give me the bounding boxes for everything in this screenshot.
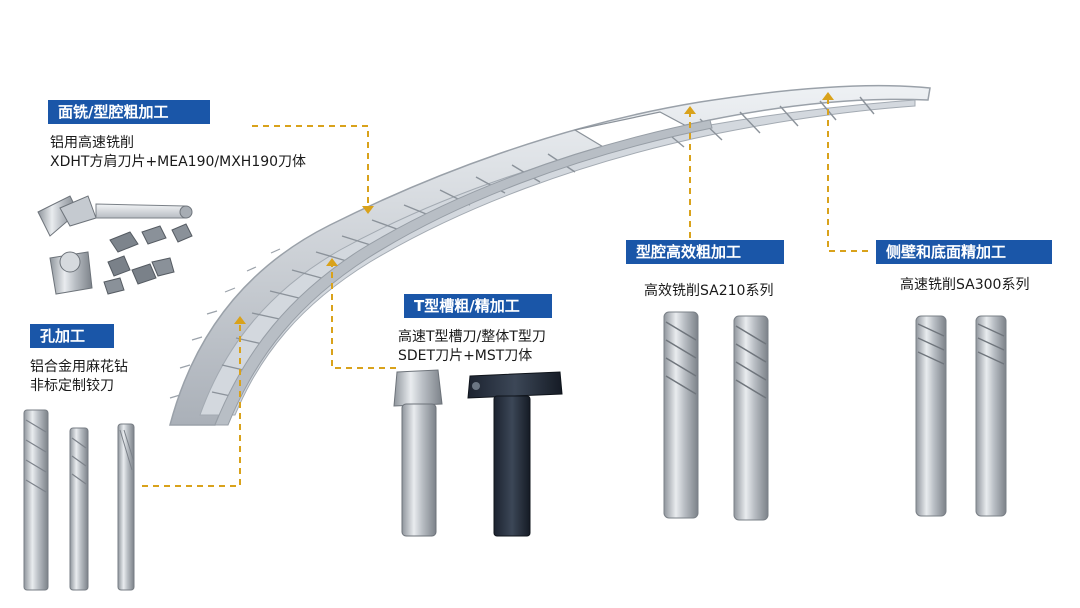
leader-t-slot <box>331 264 396 369</box>
side-wall-tag: 侧壁和底面精加工 <box>876 240 1052 264</box>
cavity-description: 高效铣削SA210系列 <box>644 282 773 301</box>
t-slot-tag: T型槽粗/精加工 <box>404 294 552 318</box>
arrow-side-wall <box>822 92 834 100</box>
arrow-cavity <box>684 106 696 114</box>
hole-line-2: 非标定制铰刀 <box>30 378 114 394</box>
leader-arrowheads <box>234 92 834 324</box>
leader-face-milling <box>252 125 369 208</box>
cavity-tag: 型腔高效粗加工 <box>626 240 784 264</box>
arrow-face-milling <box>362 206 374 214</box>
t-slot-tools-image <box>393 369 563 537</box>
face-milling-line-1: 铝用高速铣削 <box>50 135 134 151</box>
hole-line-1: 铝合金用麻花钻 <box>30 359 128 375</box>
face-milling-tools-image <box>37 195 193 295</box>
t-slot-description: 高速T型槽刀/整体T型刀 SDET刀片+MST刀体 <box>398 328 546 366</box>
side-wall-line-1: 高速铣削SA300系列 <box>900 277 1030 293</box>
hole-tools-image <box>23 409 135 591</box>
side-wall-tools-image <box>915 315 1007 517</box>
hole-description: 铝合金用麻花钻 非标定制铰刀 <box>30 358 128 396</box>
face-milling-line-2: XDHT方肩刀片+MEA190/MXH190刀体 <box>50 154 307 170</box>
face-milling-description: 铝用高速铣削 XDHT方肩刀片+MEA190/MXH190刀体 <box>50 134 306 172</box>
hole-tag: 孔加工 <box>30 324 114 348</box>
face-milling-tag: 面铣/型腔粗加工 <box>48 100 210 124</box>
t-slot-line-1: 高速T型槽刀/整体T型刀 <box>398 329 546 345</box>
t-slot-line-2: SDET刀片+MST刀体 <box>398 348 533 364</box>
leader-side-wall <box>827 98 868 252</box>
arrow-hole <box>234 316 246 324</box>
cavity-tools-image <box>663 311 769 521</box>
side-wall-description: 高速铣削SA300系列 <box>900 276 1029 295</box>
arrow-t-slot <box>326 258 338 266</box>
cavity-line-1: 高效铣削SA210系列 <box>644 283 774 299</box>
frame-part <box>169 84 931 426</box>
